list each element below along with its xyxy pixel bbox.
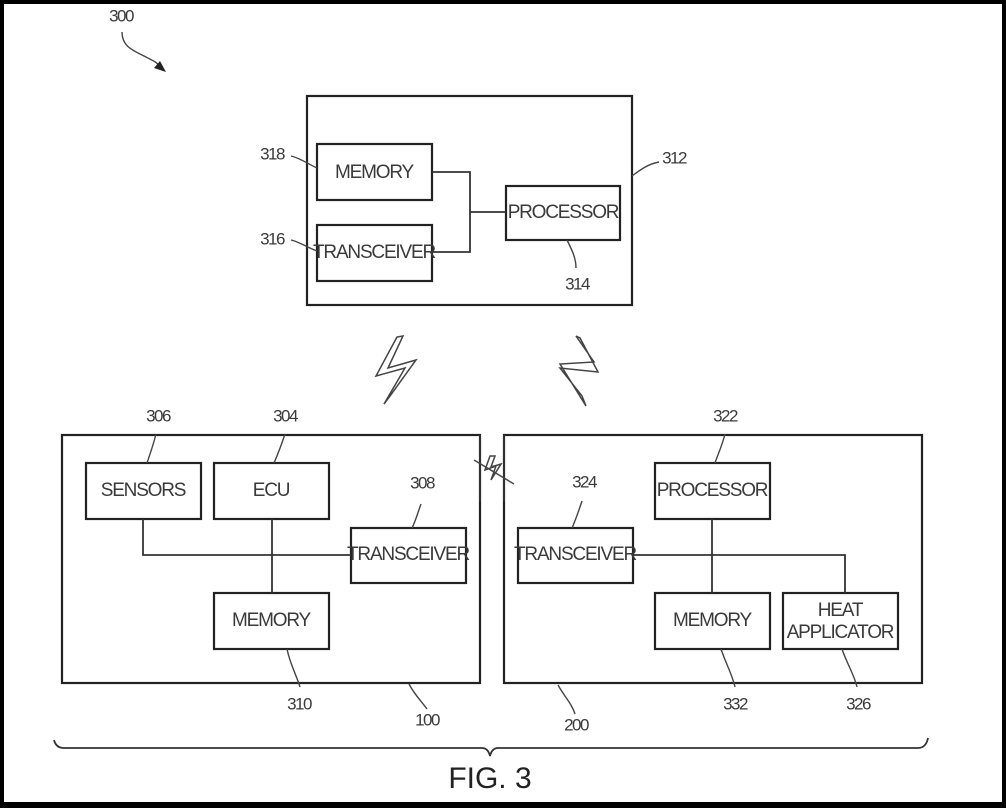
leader-322 xyxy=(714,433,726,464)
leader-326 xyxy=(841,648,858,688)
leader-312 xyxy=(631,161,660,177)
system-reference: 300 xyxy=(109,6,166,72)
ref-326: 326 xyxy=(846,694,871,713)
ref-322: 322 xyxy=(713,406,738,425)
wireless-link-server-device xyxy=(558,335,600,407)
leader-100 xyxy=(408,683,428,710)
lightning-bolt-icon xyxy=(483,455,503,481)
server-transceiver-box xyxy=(315,223,434,283)
device-heat-applicator-box xyxy=(781,591,900,651)
ref-316: 316 xyxy=(260,229,285,248)
lightning-bolt-icon xyxy=(374,335,418,405)
vehicle-transceiver-label: TRANSCEIVER xyxy=(347,544,469,565)
vehicle-block: 100 SENSORS 306 ECU 304 TRANSCEIVER 308 … xyxy=(60,406,482,729)
leader-318 xyxy=(290,155,318,169)
ref-318: 318 xyxy=(260,144,285,163)
leader-310 xyxy=(286,648,301,688)
patent-figure-canvas: 300 312 MEMORY 318 TRANSCEIVER 316 PROCE… xyxy=(4,4,1002,802)
server-transceiver-label: TRANSCEIVER xyxy=(313,242,435,263)
vehicle-bus xyxy=(142,519,351,593)
ref-312: 312 xyxy=(662,148,687,167)
wireless-link-vehicle-device xyxy=(473,435,515,501)
leader-304 xyxy=(273,433,286,464)
vehicle-memory-label: MEMORY xyxy=(232,610,311,631)
device-transceiver-label: TRANSCEIVER xyxy=(514,544,636,565)
ref-300: 300 xyxy=(109,6,134,25)
leader-314 xyxy=(566,239,577,269)
device-processor-label: PROCESSOR xyxy=(657,480,768,501)
vehicle-ecu-label: ECU xyxy=(253,480,290,501)
server-processor-box xyxy=(504,184,622,242)
ref-314: 314 xyxy=(565,274,590,293)
figure-caption: FIG. 3 xyxy=(448,762,531,795)
gap-lines xyxy=(479,435,505,501)
ref-324: 324 xyxy=(572,472,597,491)
ref-308: 308 xyxy=(410,473,435,492)
leader-308 xyxy=(411,503,422,529)
vehicle-sensors-label: SENSORS xyxy=(101,480,186,501)
system-bracket xyxy=(53,737,929,757)
ref-332: 332 xyxy=(723,694,748,713)
server-outer-box xyxy=(305,94,634,307)
device-block: 200 PROCESSOR 322 TRANSCEIVER 324 MEMORY… xyxy=(502,406,924,734)
server-memory-label: MEMORY xyxy=(335,162,414,183)
ref-100: 100 xyxy=(415,710,440,729)
lightning-bolt-icon xyxy=(558,335,600,407)
ref-304: 304 xyxy=(273,406,298,425)
block-diagram: 300 312 MEMORY 318 TRANSCEIVER 316 PROCE… xyxy=(53,6,929,795)
device-outer-box xyxy=(502,433,924,685)
leader-332 xyxy=(720,648,736,688)
system-arrow-head-icon xyxy=(154,61,166,72)
vehicle-outer-box xyxy=(60,433,482,685)
device-bus xyxy=(633,519,846,593)
leader-316 xyxy=(290,239,318,252)
system-arrow-line xyxy=(121,31,163,69)
ref-200: 200 xyxy=(564,715,589,734)
ref-306: 306 xyxy=(146,406,171,425)
leader-200 xyxy=(557,684,576,715)
device-heat-applicator-label-line2: APPLICATOR xyxy=(787,622,894,643)
ref-310: 310 xyxy=(287,694,312,713)
leader-306 xyxy=(146,433,157,464)
leader-324 xyxy=(571,500,583,529)
device-memory-label: MEMORY xyxy=(673,610,752,631)
server-block: 312 MEMORY 318 TRANSCEIVER 316 PROCESSOR… xyxy=(260,94,688,307)
device-heat-applicator-label-line1: HEAT xyxy=(818,600,864,621)
wireless-link-server-vehicle xyxy=(374,335,418,405)
server-bus xyxy=(432,171,506,253)
server-processor-label: PROCESSOR xyxy=(508,202,619,223)
